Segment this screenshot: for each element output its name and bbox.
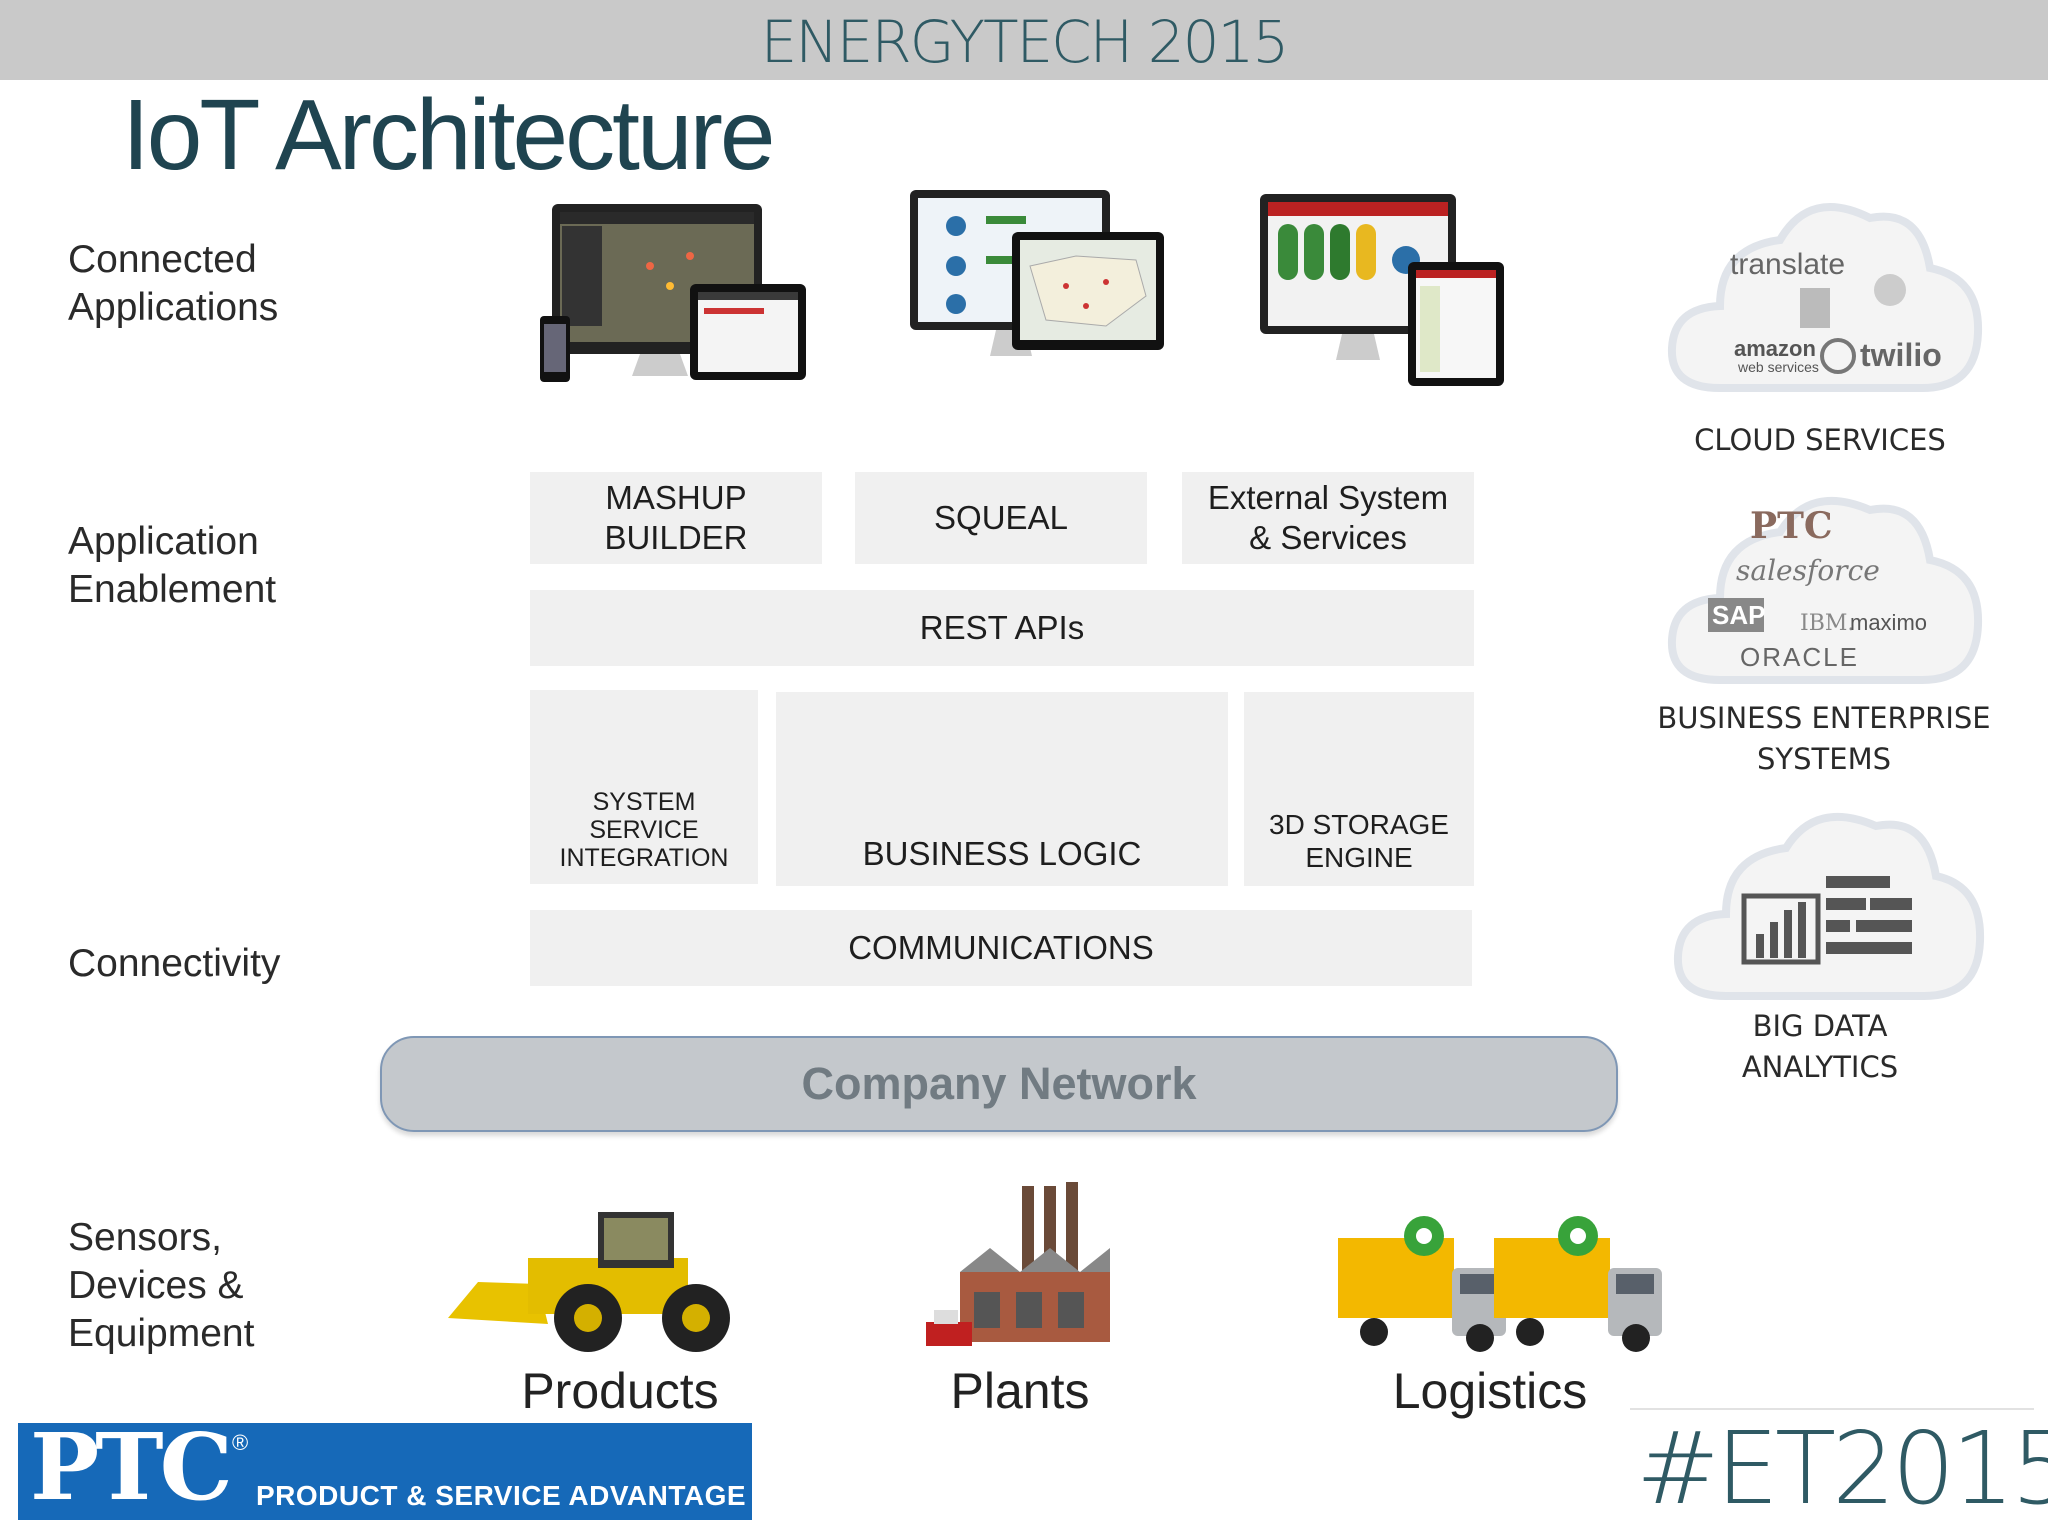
business-logic-box: BUSINESS LOGIC — [776, 692, 1228, 886]
page-title: IoT Architecture — [122, 79, 775, 191]
event-title: ENERGYTECH 2015 — [760, 8, 1290, 76]
device-group-2-image — [910, 190, 1164, 356]
row-label-sensors: Sensors, Devices & Equipment — [68, 1216, 255, 1355]
business-enterprise-label: BUSINESS ENTERPRISE SYSTEMS — [1657, 701, 1991, 776]
ptc-registered-mark: ® — [232, 1430, 249, 1455]
row-label-connectivity: Connectivity — [68, 942, 281, 985]
system-service-integration-box: SYSTEM SERVICE INTEGRATION — [530, 690, 758, 884]
hashtag-divider — [1630, 1408, 2034, 1410]
cloud-logo-salesforce: salesforce — [1736, 554, 1880, 587]
cloud-services-icon: translate amazon web services twilio — [1667, 203, 1983, 392]
header-bar — [0, 0, 2048, 80]
cloud-services-label: CLOUD SERVICES — [1694, 423, 1946, 457]
row-label-connected-applications: Connected Applications — [68, 238, 279, 329]
cloud-logo-sap: SAP — [1712, 600, 1765, 630]
ptc-logo: PTC — [30, 1413, 233, 1521]
cloud-logo-amazon: amazon — [1734, 336, 1816, 361]
storage-engine-box: 3D STORAGE ENGINE — [1244, 692, 1474, 886]
device-group-1-image — [540, 204, 806, 382]
mashup-builder-box: MASHUP BUILDER — [530, 472, 822, 564]
cloud-logo-ibm: IBM. — [1800, 611, 1854, 636]
device-group-3-image — [1260, 194, 1504, 386]
cloud-logo-translate: translate — [1730, 248, 1845, 281]
squeal-box: SQUEAL — [855, 472, 1147, 564]
cloud-logo-maximo: maximo — [1850, 610, 1927, 635]
ptc-banner — [18, 1423, 752, 1520]
trucks-image — [1338, 1216, 1662, 1352]
communications-box: COMMUNICATIONS — [530, 910, 1472, 986]
cloud-logo-ptc: PTC — [1750, 505, 1833, 547]
cloud-logo-amazon-sub: web services — [1737, 359, 1819, 375]
rest-apis-box: REST APIs — [530, 590, 1474, 666]
products-label: Products — [521, 1363, 719, 1419]
factory-image — [926, 1182, 1110, 1346]
wheel-loader-image — [448, 1212, 730, 1352]
row-label-application-enablement: Application Enablement — [68, 520, 277, 611]
big-data-icon — [1673, 812, 1985, 1000]
plants-label: Plants — [950, 1363, 1090, 1419]
cloud-logo-oracle: ORACLE — [1740, 642, 1859, 672]
company-network-bar: Company Network — [380, 1036, 1618, 1132]
event-hashtag: #ET2015 — [1636, 1410, 2048, 1527]
logistics-label: Logistics — [1392, 1363, 1588, 1419]
ptc-tagline: PRODUCT & SERVICE ADVANTAGE — [256, 1480, 747, 1511]
big-data-label: BIG DATA ANALYTICS — [1741, 1009, 1899, 1084]
external-systems-box: External System & Services — [1182, 472, 1474, 564]
business-enterprise-icon: PTC salesforce SAP IBM. maximo ORACLE — [1667, 496, 1983, 684]
cloud-logo-twilio: twilio — [1860, 337, 1942, 373]
